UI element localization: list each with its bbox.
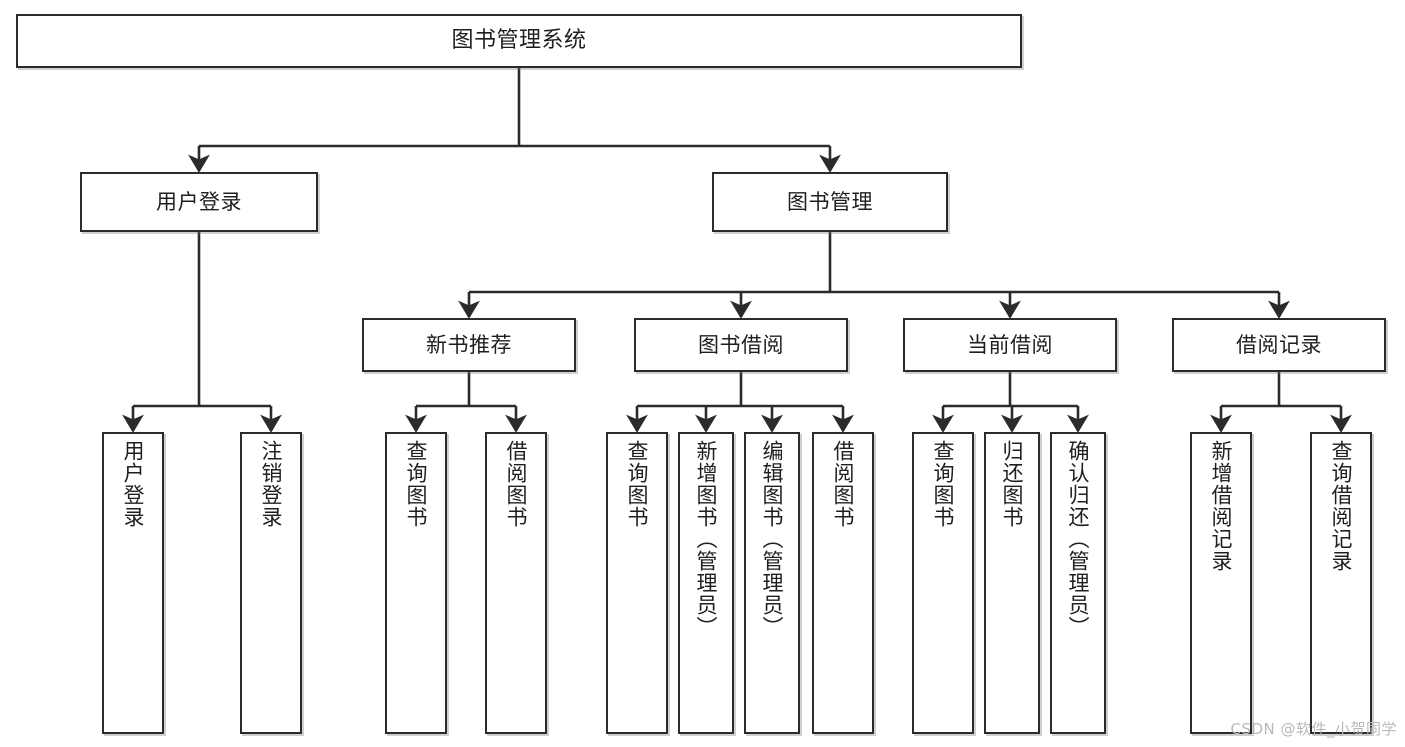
node-label: 确认归还（管理员） bbox=[1066, 440, 1091, 638]
node-label: 编辑图书（管理员） bbox=[760, 440, 785, 638]
csdn-watermark: CSDN @软件_小贺同学 bbox=[1230, 720, 1397, 738]
node-label: 借阅记录 bbox=[1236, 332, 1322, 357]
leaf-borrow-edit-book[interactable]: 编辑图书（管理员） bbox=[744, 432, 800, 734]
leaf-record-query[interactable]: 查询借阅记录 bbox=[1310, 432, 1372, 734]
leaf-borrow-add-book[interactable]: 新增图书（管理员） bbox=[678, 432, 734, 734]
leaf-borrow-query-book[interactable]: 查询图书 bbox=[606, 432, 668, 734]
node-label: 借阅图书 bbox=[831, 440, 856, 528]
node-user-login[interactable]: 用户登录 bbox=[80, 172, 318, 232]
node-book-management[interactable]: 图书管理 bbox=[712, 172, 948, 232]
leaf-current-return-book[interactable]: 归还图书 bbox=[984, 432, 1040, 734]
node-label: 新增借阅记录 bbox=[1209, 440, 1234, 572]
leaf-current-query-book[interactable]: 查询图书 bbox=[912, 432, 974, 734]
node-label: 新书推荐 bbox=[426, 332, 512, 357]
node-label: 查询图书 bbox=[404, 440, 429, 528]
node-label: 查询图书 bbox=[931, 440, 956, 528]
node-borrow-records[interactable]: 借阅记录 bbox=[1172, 318, 1386, 372]
node-new-book-recommendation[interactable]: 新书推荐 bbox=[362, 318, 576, 372]
leaf-recommend-borrow-book[interactable]: 借阅图书 bbox=[485, 432, 547, 734]
leaf-current-confirm-return[interactable]: 确认归还（管理员） bbox=[1050, 432, 1106, 734]
node-label: 注销登录 bbox=[259, 440, 284, 528]
node-label: 查询图书 bbox=[625, 440, 650, 528]
leaf-user-login[interactable]: 用户登录 bbox=[102, 432, 164, 734]
node-root[interactable]: 图书管理系统 bbox=[16, 14, 1022, 68]
node-label: 用户登录 bbox=[121, 440, 146, 528]
leaf-borrow-borrow-book[interactable]: 借阅图书 bbox=[812, 432, 874, 734]
leaf-user-logout[interactable]: 注销登录 bbox=[240, 432, 302, 734]
leaf-recommend-query-book[interactable]: 查询图书 bbox=[385, 432, 447, 734]
node-label: 图书管理系统 bbox=[451, 28, 587, 54]
node-current-borrowing[interactable]: 当前借阅 bbox=[903, 318, 1117, 372]
node-label: 查询借阅记录 bbox=[1329, 440, 1354, 572]
node-label: 图书管理 bbox=[787, 189, 873, 214]
node-label: 借阅图书 bbox=[504, 440, 529, 528]
leaf-record-add[interactable]: 新增借阅记录 bbox=[1190, 432, 1252, 734]
node-label: 归还图书 bbox=[1000, 440, 1025, 528]
node-label: 当前借阅 bbox=[967, 332, 1053, 357]
node-label: 图书借阅 bbox=[698, 332, 784, 357]
node-label: 用户登录 bbox=[156, 189, 242, 214]
node-label: 新增图书（管理员） bbox=[694, 440, 719, 638]
node-book-borrowing[interactable]: 图书借阅 bbox=[634, 318, 848, 372]
